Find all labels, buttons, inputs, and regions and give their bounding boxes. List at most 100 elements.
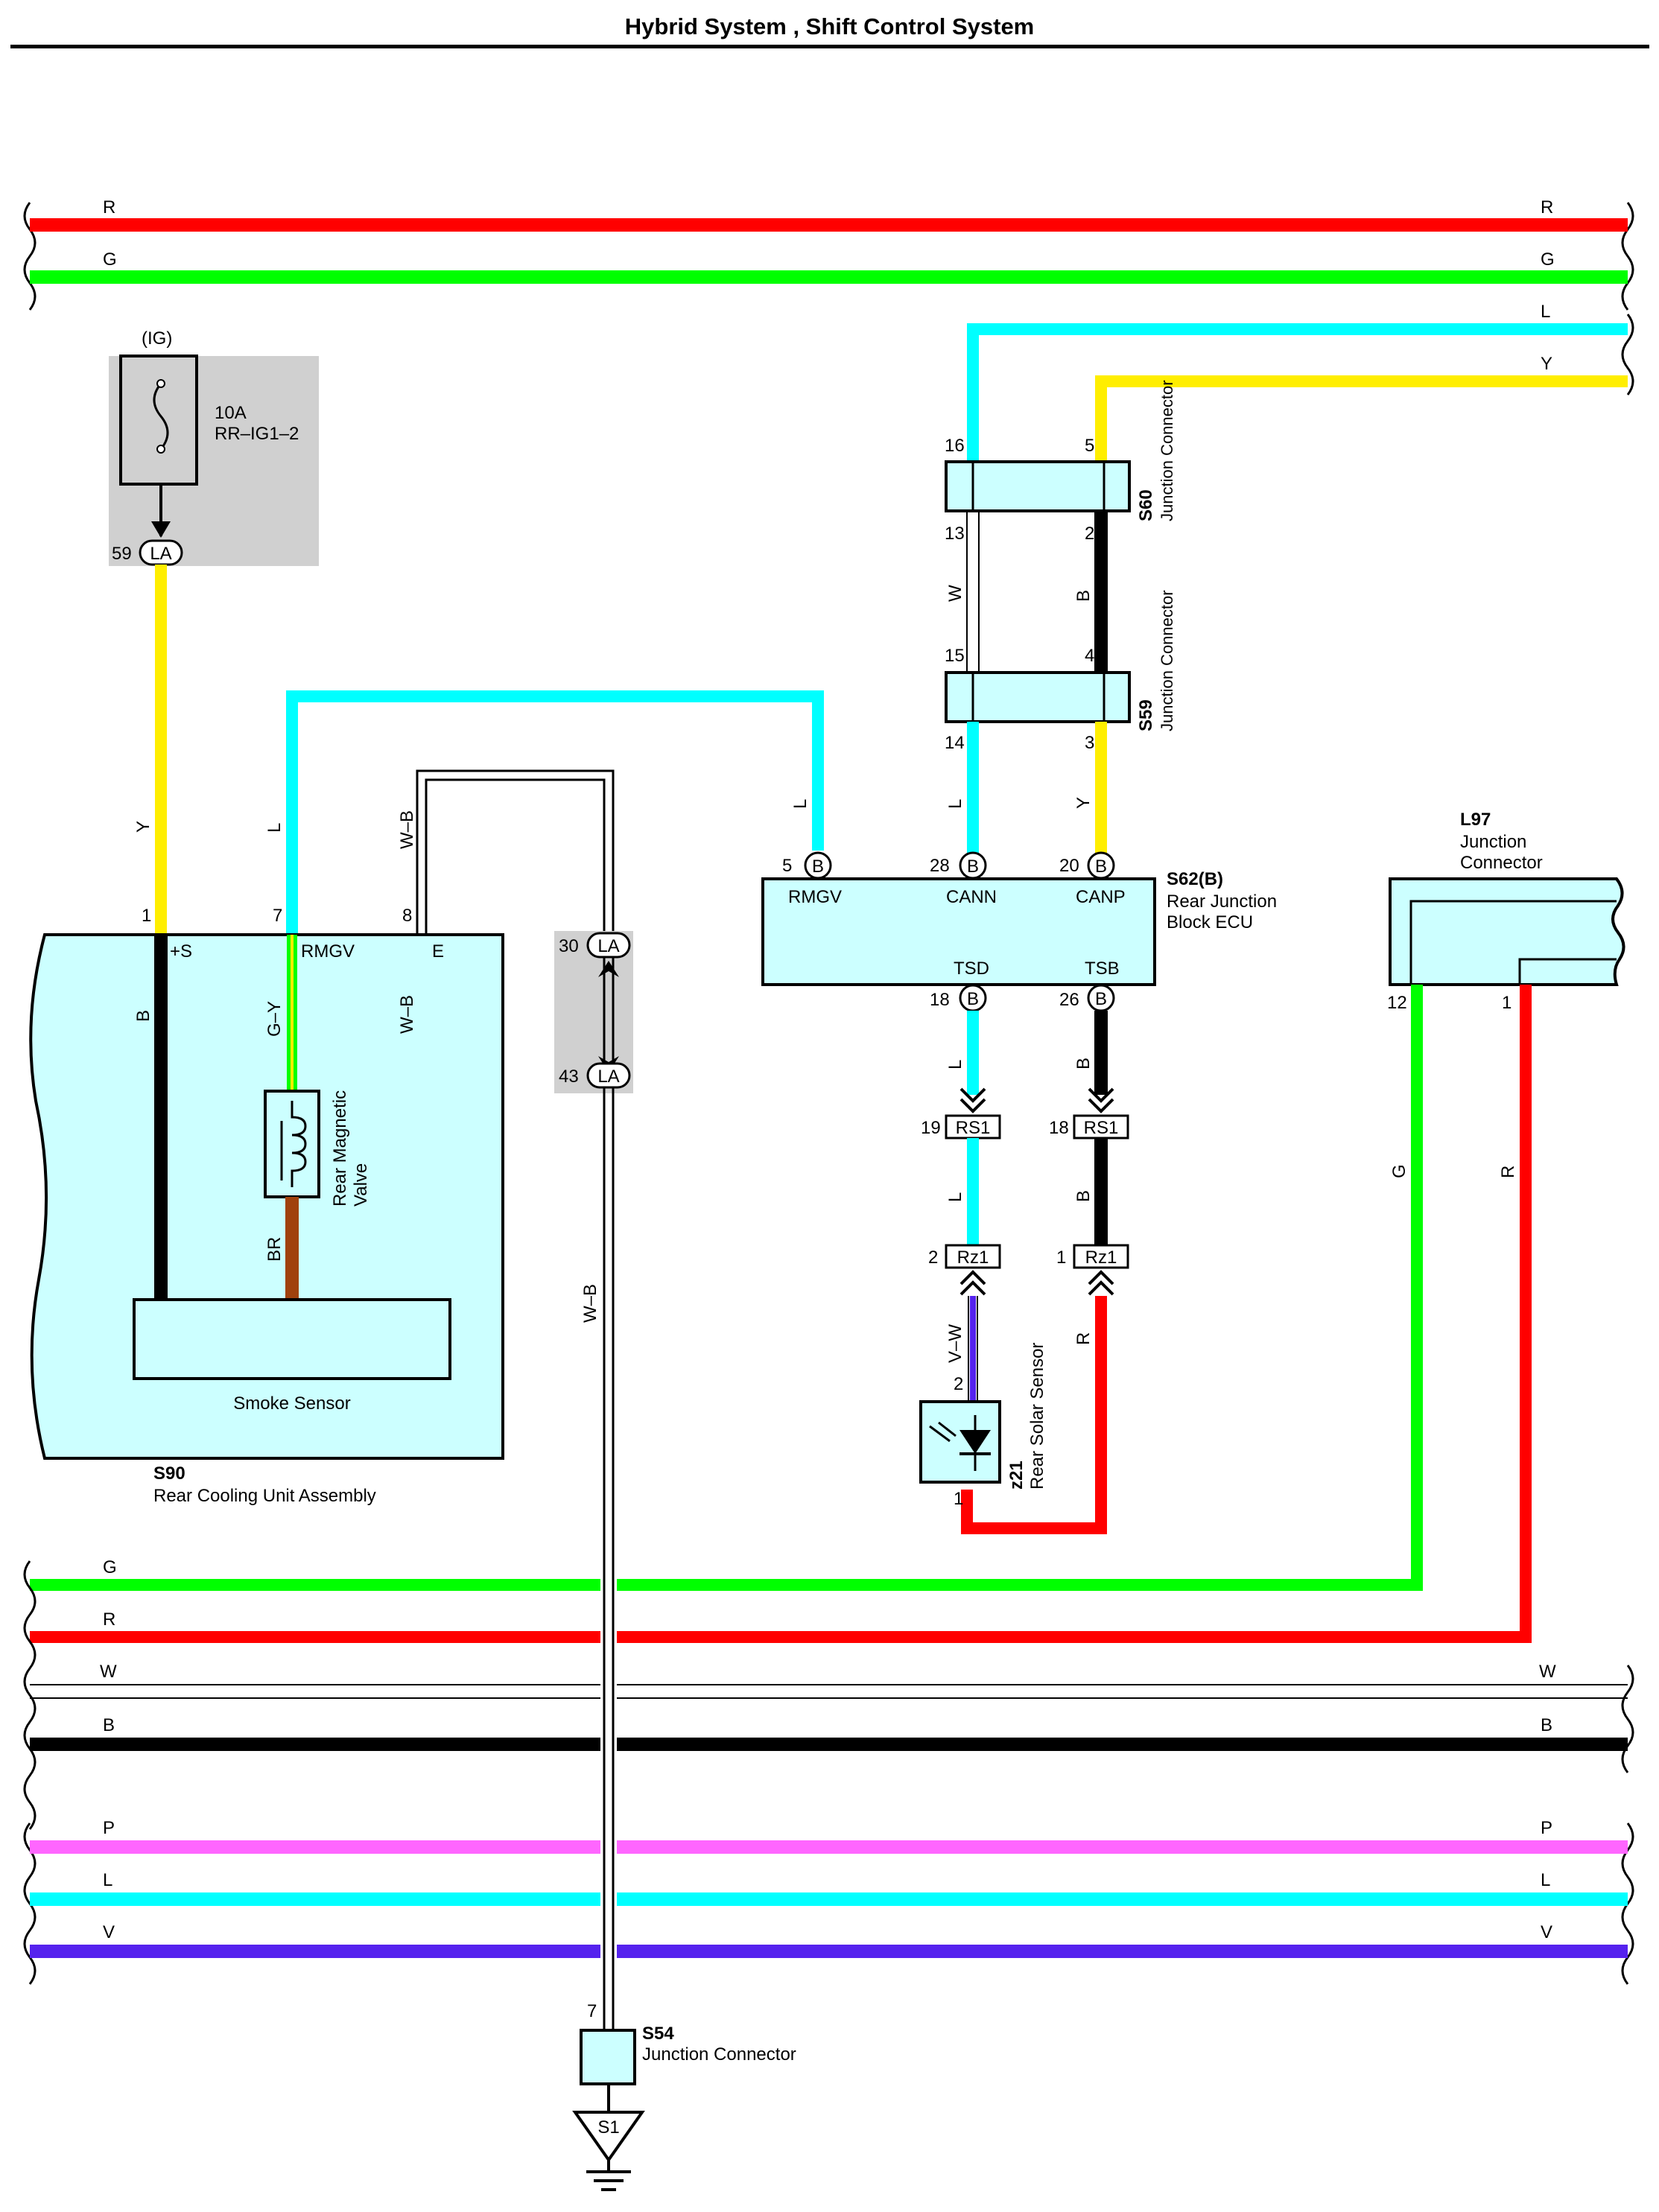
s90-term-rmgv: RMGV: [301, 941, 355, 962]
rz1-pin-1: 1: [1056, 1248, 1066, 1268]
wire-label-w-13: W: [945, 585, 965, 602]
z21-id: z21: [1006, 1461, 1027, 1490]
s62-pin-18-conn: B: [967, 989, 979, 1009]
s60-pin-5: 5: [1085, 436, 1094, 456]
l97-pin-12: 12: [1387, 993, 1407, 1013]
rs1-18-label: RS1: [1084, 1118, 1119, 1138]
s59-pin-14: 14: [945, 733, 965, 753]
s62-pin-5-connector: [804, 851, 832, 880]
bus-label-g-top-right: G: [1541, 250, 1555, 270]
wire-label-wb-inner: W–B: [397, 995, 417, 1034]
wire-label-wb-e: W–B: [397, 810, 417, 849]
l97-name-2: Connector: [1460, 853, 1543, 873]
bus-label-p-left: P: [103, 1818, 115, 1838]
s62-pin-26: 26: [1059, 990, 1079, 1010]
wavy-break-right-entry: [1621, 314, 1634, 395]
s90-assembly: 1 7 8 +S RMGV E B G–Y Rear MagneticValve…: [29, 906, 504, 1506]
s90-pin-rmgv: 7: [273, 906, 282, 926]
la-pin-30: 30: [559, 936, 579, 956]
s60-pin-13: 13: [945, 524, 965, 544]
bus-label-b-right: B: [1541, 1715, 1552, 1735]
bus-label-v-left: V: [103, 1922, 115, 1942]
s54-id: S54: [642, 2024, 674, 2044]
fuse-name: RR–IG1–2: [215, 424, 299, 444]
title-rule: [10, 45, 1649, 48]
s54-pin-7: 7: [587, 2001, 597, 2021]
s90-id: S90: [153, 1463, 185, 1484]
wire-l-entry: [967, 323, 1628, 463]
wire-label-l-rmgv-ecu: L: [790, 799, 811, 809]
la-connector-30-label: LA: [597, 936, 619, 956]
la-connector-43-label: LA: [597, 1067, 619, 1087]
fuse-rating: 10A: [215, 403, 247, 423]
la-pin-43: 43: [559, 1067, 579, 1087]
wire-g-l97: [30, 985, 1423, 1591]
wavy-break-top-right: [1621, 202, 1634, 311]
s59-id: S59: [1136, 699, 1156, 731]
fuse-shaded-area: [109, 356, 319, 566]
rz1-1-label: Rz1: [1085, 1248, 1117, 1268]
la-connector-59-label: LA: [150, 544, 171, 564]
s60-id: S60: [1136, 489, 1156, 521]
wire-label-b-2: B: [1073, 590, 1094, 602]
solar-sensor-circuit: L B RS1 19 RS1 18 L B Rz1 2 Rz1 1 V–W R …: [919, 1011, 1129, 1534]
rs1-pin-19: 19: [921, 1118, 941, 1138]
coil-icon: [291, 1101, 307, 1187]
s62-term-rmgv: RMGV: [788, 887, 842, 907]
s54-connector: [580, 2029, 636, 2085]
rz1-2-label: Rz1: [957, 1248, 989, 1268]
s62-ecu: B 5 RMGV B 28 CANN B 20 CANP TSD TSB B 1…: [761, 851, 1277, 1012]
fuse-arrow: [151, 521, 171, 538]
wire-label-wb-drop: W–B: [580, 1284, 600, 1323]
fuse-supply-label: (IG): [142, 328, 172, 349]
bus-label-r-top-left: R: [103, 197, 115, 217]
s59-pin-4: 4: [1085, 646, 1094, 666]
wire-label-g-l97: G: [1389, 1164, 1409, 1178]
bus-label-b-left: B: [103, 1715, 115, 1735]
bus-label-l-right: L: [1541, 1870, 1550, 1890]
rs1-connector-18: [1073, 1114, 1129, 1140]
page-title: Hybrid System , Shift Control System: [624, 13, 1035, 39]
wire-label-l-14: L: [945, 799, 965, 809]
wavy-break-top-left: [23, 202, 37, 311]
s62-term-cann: CANN: [946, 887, 997, 907]
z21-name: Rear Solar Sensor: [1027, 1343, 1047, 1490]
s62-term-tsb: TSB: [1085, 959, 1120, 979]
wire-l-rmgv: [286, 690, 824, 935]
la-connector-30: [586, 932, 631, 959]
s62-pin-26-conn: B: [1095, 989, 1107, 1009]
wire-label-gy: G–Y: [264, 1001, 285, 1037]
smoke-sensor: [133, 1298, 451, 1380]
wire-label-br: BR: [264, 1237, 285, 1262]
s62-id: S62(B): [1167, 869, 1223, 889]
wavy-break-bottom-left-1: [23, 1560, 37, 1830]
bus-label-w-right: W: [1539, 1662, 1556, 1682]
z21-pin-2: 2: [954, 1374, 963, 1394]
bus-label-w-left: W: [100, 1662, 117, 1682]
s62-pin-5-conn: B: [812, 856, 824, 877]
wire-label-b-26: B: [1073, 1058, 1094, 1070]
s62-pin-20-connector: [1087, 851, 1115, 880]
z21-sensor: [919, 1400, 1001, 1484]
wire-label-b-18: B: [1073, 1190, 1094, 1202]
wire-label-y-3: Y: [1073, 797, 1094, 809]
s62-pin-20: 20: [1059, 856, 1079, 876]
wavy-break-bottom-right-1: [1621, 1665, 1634, 1773]
top-buses: R R G G L Y: [23, 197, 1634, 463]
rs1-19-label: RS1: [956, 1118, 991, 1138]
s62-body: [761, 877, 1156, 986]
s90-term-e: E: [432, 941, 444, 962]
wire-label-r-l97: R: [1498, 1166, 1518, 1178]
s62-term-tsd: TSD: [954, 959, 989, 979]
s60-pin-2: 2: [1085, 524, 1094, 544]
l97-id: L97: [1460, 810, 1491, 830]
s60-connector: [945, 460, 1131, 512]
wire-label-b-s: B: [133, 1010, 153, 1022]
s90-pin-s: 1: [142, 906, 151, 926]
s60-pin-16: 16: [945, 436, 965, 456]
la-arrow-up: [598, 961, 619, 977]
bus-label-p-right: P: [1541, 1818, 1552, 1838]
bus-label-r-bottom-left: R: [103, 1609, 115, 1630]
ground-id: S1: [597, 2117, 619, 2138]
bus-label-r-top-right: R: [1541, 197, 1553, 217]
